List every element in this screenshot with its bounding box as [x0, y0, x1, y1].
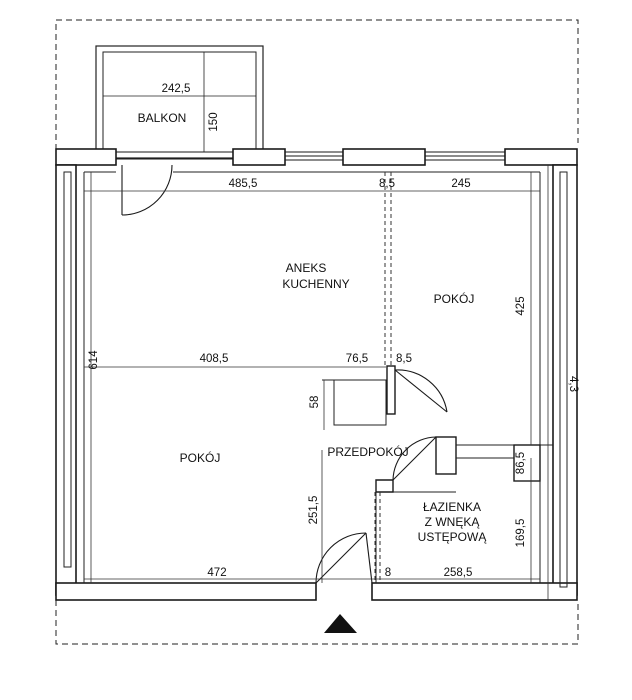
dim-cabinet: 58: [309, 396, 321, 409]
dim-bottom-left: 472: [207, 567, 226, 579]
bath-label-line2: Z WNĘKĄ: [425, 515, 481, 529]
dim-right-total: 4,3: [567, 376, 579, 392]
bath-label-line3: USTĘPOWĄ: [418, 530, 488, 544]
kitchen-label-line2: KUCHENNY: [282, 277, 349, 291]
room-left-label: POKÓJ: [180, 450, 221, 465]
hall-label: PRZEDPOKÓJ: [327, 444, 408, 459]
room-right-label: POKÓJ: [434, 291, 475, 306]
dim-mid-center: 76,5: [346, 353, 368, 365]
dim-bottom-mid: 8: [385, 567, 391, 579]
dim-hall-height: 251,5: [308, 496, 320, 525]
kitchen-label-line1: ANEKS: [286, 261, 327, 275]
entrance-arrow: [324, 614, 357, 633]
dim-bottom-right: 258,5: [444, 567, 473, 579]
dim-top-right: 245: [451, 178, 470, 190]
bath-partition: [375, 444, 541, 583]
kitchen-cabinet: [322, 379, 387, 426]
interior-walls: [375, 365, 541, 493]
dim-right-room-height: 425: [515, 296, 527, 315]
dim-top-left: 485,5: [229, 178, 258, 190]
bath-label-line1: ŁAZIENKA: [423, 500, 481, 514]
windows-top: [116, 151, 505, 161]
exterior-walls: [55, 148, 578, 601]
balcony-label: BALKON: [138, 111, 187, 125]
dim-balcony-width: 242,5: [162, 83, 191, 95]
interior-outlines: [63, 171, 568, 588]
dim-bath-lower: 169,5: [515, 519, 527, 548]
dashed-partitions: [374, 172, 392, 583]
doors: [121, 164, 448, 584]
dim-mid-left: 408,5: [200, 353, 229, 365]
dim-mid-right: 8,5: [396, 353, 412, 365]
dim-top-mid: 8,5: [379, 178, 395, 190]
dim-balcony-depth: 150: [208, 112, 220, 131]
balcony: [95, 45, 264, 159]
dim-left-height: 614: [88, 350, 100, 370]
dim-bath-upper: 86,5: [515, 452, 527, 474]
plot-boundary: [55, 19, 579, 645]
dimension-lines: [84, 165, 549, 600]
